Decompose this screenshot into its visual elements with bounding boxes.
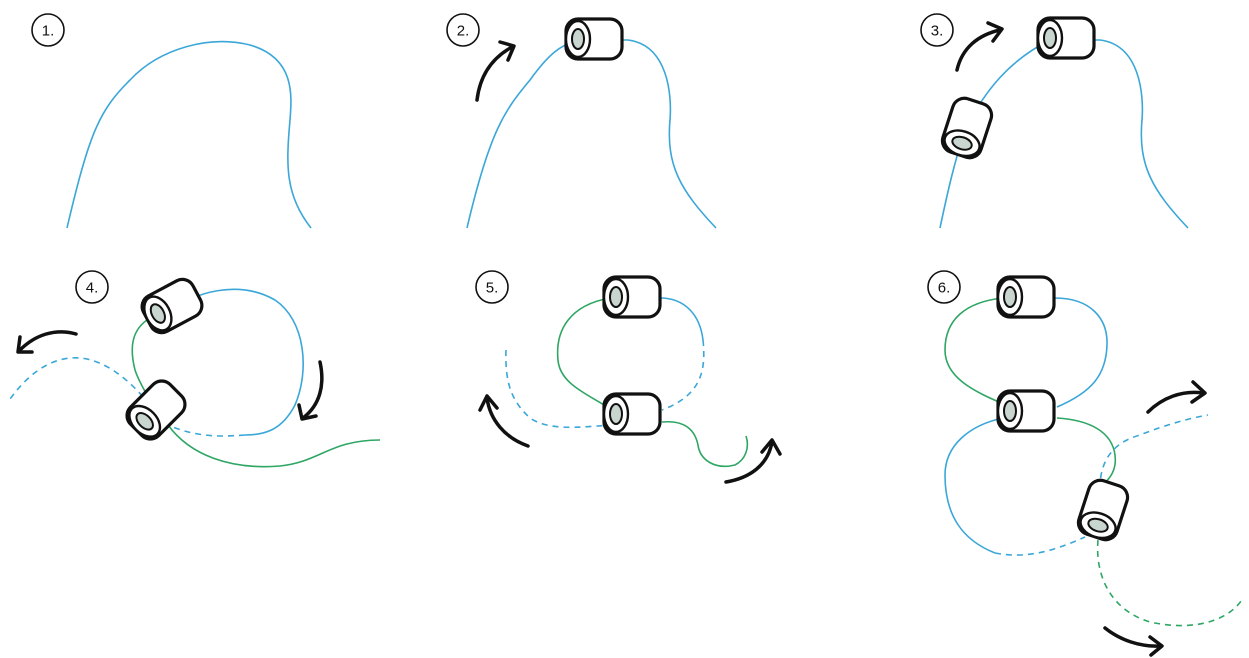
direction-arrow bbox=[485, 396, 530, 448]
bead bbox=[136, 273, 208, 339]
cord-blue bbox=[66, 40, 312, 229]
cord-blue-dashed bbox=[7, 357, 151, 406]
direction-arrow bbox=[475, 45, 514, 102]
cord-blue-dashed bbox=[661, 339, 705, 411]
cord-green bbox=[167, 424, 381, 468]
arrow-head bbox=[478, 394, 499, 412]
direction-arrow bbox=[301, 360, 324, 420]
bead bbox=[602, 275, 662, 319]
cord-blue-dashed bbox=[1098, 414, 1209, 501]
step-6-panel: 6. bbox=[927, 270, 1244, 657]
step-3-badge: 3. bbox=[920, 13, 954, 47]
cord-green bbox=[556, 297, 613, 411]
direction-arrow bbox=[1146, 390, 1205, 414]
arrow-head bbox=[498, 40, 516, 62]
bead bbox=[1036, 16, 1096, 60]
cord-blue bbox=[164, 288, 304, 436]
bead bbox=[996, 275, 1056, 319]
cord-blue-dashed bbox=[994, 536, 1086, 556]
step-1-number: 1. bbox=[42, 23, 55, 40]
step-3-panel: 3. bbox=[920, 13, 1189, 229]
bead bbox=[602, 392, 662, 436]
cord-blue-dashed bbox=[505, 349, 611, 429]
step-1-badge: 1. bbox=[31, 13, 65, 47]
step-5-number: 5. bbox=[486, 280, 499, 297]
step-2-badge: 2. bbox=[446, 13, 480, 47]
arrow-head bbox=[297, 403, 318, 421]
step-4-panel: 4. bbox=[7, 270, 381, 468]
bead bbox=[996, 389, 1056, 433]
step-2-number: 2. bbox=[457, 23, 470, 40]
direction-arrow bbox=[1103, 626, 1162, 648]
step-2-panel: 2. bbox=[446, 13, 717, 229]
direction-arrow bbox=[724, 440, 774, 484]
step-3-number: 3. bbox=[931, 23, 944, 40]
arrow-head bbox=[1190, 380, 1207, 404]
step-6-badge: 6. bbox=[927, 270, 961, 304]
step-5-badge: 5. bbox=[475, 270, 509, 304]
bead bbox=[937, 93, 997, 163]
cord-green-dashed bbox=[1096, 539, 1244, 627]
step-5-panel: 5. bbox=[475, 270, 782, 484]
arrow-head bbox=[1148, 635, 1164, 657]
cord-green bbox=[1056, 417, 1117, 486]
cord-green bbox=[944, 297, 1007, 406]
cord-blue bbox=[466, 39, 717, 229]
cord-green bbox=[661, 420, 749, 467]
step-1-panel: 1. bbox=[31, 13, 312, 229]
cord-blue-dashed bbox=[167, 424, 246, 437]
bead bbox=[1073, 475, 1133, 545]
step-6-number: 6. bbox=[938, 280, 951, 297]
arrow-head bbox=[986, 21, 1004, 43]
cord-blue bbox=[1054, 297, 1108, 408]
direction-arrow bbox=[18, 330, 78, 352]
bead bbox=[564, 17, 624, 61]
cord-blue bbox=[944, 417, 1004, 554]
cord-blue bbox=[659, 297, 704, 341]
step-4-badge: 4. bbox=[75, 270, 109, 304]
arrow-head bbox=[16, 335, 34, 354]
arrow-head bbox=[760, 438, 782, 456]
direction-arrow bbox=[955, 28, 1002, 72]
step-4-number: 4. bbox=[86, 280, 99, 297]
